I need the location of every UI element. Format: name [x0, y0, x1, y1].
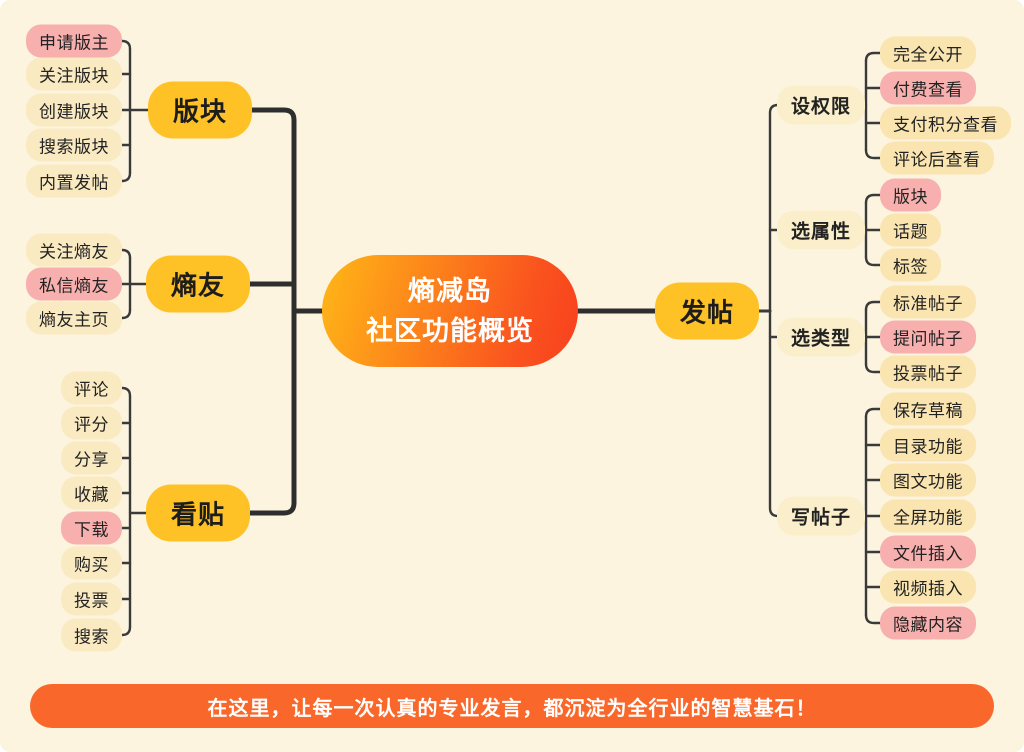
leaf-bankuai[interactable]: 版块 — [880, 178, 941, 212]
leaf-yincang-neirong[interactable]: 隐藏内容 — [880, 606, 976, 640]
leaf-shipin-charu[interactable]: 视频插入 — [880, 570, 976, 604]
leaf-pinglun[interactable]: 评论 — [61, 371, 122, 405]
leaf-shangyou-zhuye[interactable]: 熵友主页 — [26, 301, 122, 335]
leaf-huati[interactable]: 话题 — [880, 213, 941, 247]
leaf-quanping-gongneng[interactable]: 全屏功能 — [880, 499, 976, 533]
center-topic-line2: 社区功能概览 — [366, 316, 534, 346]
leaf-goumai[interactable]: 购买 — [61, 546, 122, 580]
branch-bankuai[interactable]: 版块 — [148, 81, 253, 139]
sub-xuanleixing[interactable]: 选类型 — [777, 317, 866, 357]
leaf-mulu-gongneng[interactable]: 目录功能 — [880, 428, 976, 462]
slogan-text: 在这里，让每一次认真的专业发言，都沉淀为全行业的智慧基石！ — [207, 697, 817, 720]
leaf-baocun-caogao[interactable]: 保存草稿 — [880, 392, 976, 426]
sub-xietiezi[interactable]: 写帖子 — [777, 496, 866, 536]
leaf-tiwen-tiezi[interactable]: 提问帖子 — [880, 320, 976, 354]
leaf-toupiao[interactable]: 投票 — [61, 582, 122, 616]
leaf-sousuo[interactable]: 搜索 — [61, 618, 122, 652]
sub-shequanxian[interactable]: 设权限 — [777, 85, 866, 125]
leaf-sousuo-bankuai[interactable]: 搜索版块 — [26, 128, 122, 162]
leaf-guanzhu-shangyou[interactable]: 关注熵友 — [26, 233, 122, 267]
branch-fatie[interactable]: 发帖 — [655, 282, 760, 340]
leaf-neizhi-fatie[interactable]: 内置发帖 — [26, 164, 122, 198]
leaf-fufei-chakan[interactable]: 付费查看 — [880, 71, 976, 105]
leaf-shoucang[interactable]: 收藏 — [61, 476, 122, 510]
leaf-tuwen-gongneng[interactable]: 图文功能 — [880, 463, 976, 497]
sub-xuanshuxing[interactable]: 选属性 — [777, 210, 866, 250]
trunk-left — [240, 107, 297, 516]
leaf-sixin-shangyou[interactable]: 私信熵友 — [26, 267, 122, 301]
leaf-wenjian-charu[interactable]: 文件插入 — [880, 535, 976, 569]
leaf-pingfen[interactable]: 评分 — [61, 406, 122, 440]
leaf-guanzhu-bankuai[interactable]: 关注版块 — [26, 57, 122, 91]
leaf-xiazai[interactable]: 下载 — [61, 511, 122, 545]
leaf-shenqing-banzhu[interactable]: 申请版主 — [26, 24, 122, 58]
leaf-chuangjian-bankuai[interactable]: 创建版块 — [26, 93, 122, 127]
center-topic[interactable]: 熵减岛 社区功能概览 — [322, 255, 578, 367]
leaf-biaozhun-tiezi[interactable]: 标准帖子 — [880, 285, 976, 319]
branch-shangyou[interactable]: 熵友 — [146, 255, 251, 313]
center-topic-line1: 熵减岛 — [408, 276, 492, 306]
leaf-wanquan-gongkai[interactable]: 完全公开 — [880, 36, 976, 70]
leaf-biaoqian[interactable]: 标签 — [880, 248, 941, 282]
leaf-toupiao-tiezi[interactable]: 投票帖子 — [880, 355, 976, 389]
leaf-pinglun-hou-chakan[interactable]: 评论后查看 — [880, 141, 994, 175]
leaf-zhifu-jifen-chakan[interactable]: 支付积分查看 — [880, 106, 1011, 140]
leaf-fenxiang[interactable]: 分享 — [61, 441, 122, 475]
slogan-banner: 在这里，让每一次认真的专业发言，都沉淀为全行业的智慧基石！ — [30, 684, 994, 728]
branch-kantie[interactable]: 看贴 — [146, 484, 251, 542]
